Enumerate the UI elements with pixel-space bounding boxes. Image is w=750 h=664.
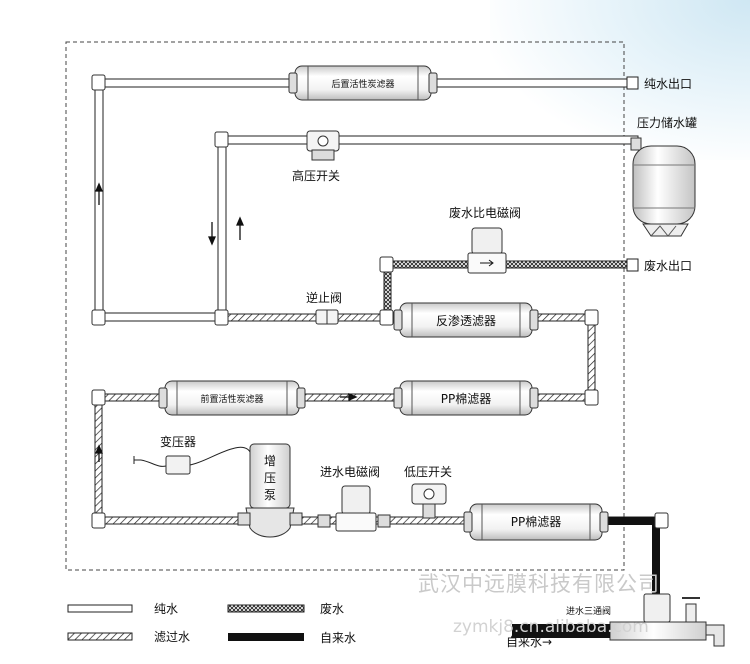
watermark: zymkj8.cn.alibaba.com bbox=[453, 617, 649, 637]
waste-water-outlet-label: 废水出口 bbox=[644, 258, 692, 273]
pure-water-outlet-port bbox=[626, 76, 639, 90]
legend-swatch-tap bbox=[228, 633, 304, 641]
legend-swatch-pure bbox=[67, 604, 133, 613]
waste-ratio-valve bbox=[467, 227, 507, 274]
low-pressure-switch-label: 低压开关 bbox=[404, 465, 452, 479]
pump-char-3: 泵 bbox=[264, 488, 276, 502]
legend-swatch-waste bbox=[227, 604, 305, 613]
waste-water-outlet-port bbox=[626, 258, 639, 272]
company-name: 武汉中远膜科技有限公司 bbox=[418, 572, 660, 596]
waste-ratio-valve-label: 废水比电磁阀 bbox=[449, 205, 521, 220]
high-pressure-switch bbox=[306, 130, 340, 161]
tap-water-in-label: 自来水→ bbox=[506, 635, 552, 649]
inlet-tee-label: 进水三通阀 bbox=[566, 605, 611, 617]
pure-water-pipes bbox=[94, 78, 639, 322]
legend-pure-water: 纯水 bbox=[154, 602, 178, 616]
system-boundary bbox=[65, 41, 625, 571]
pressure-tank-label: 压力储水罐 bbox=[637, 115, 697, 130]
pre-carbon-filter-label: 前置活性炭滤器 bbox=[200, 393, 263, 405]
pre-carbon-filter: 前置活性炭滤器 bbox=[158, 380, 306, 416]
booster-pump: 增 压 泵 bbox=[237, 443, 303, 538]
legend-waste-water: 废水 bbox=[320, 601, 344, 616]
pipe-joints bbox=[91, 74, 669, 529]
transformer bbox=[133, 446, 251, 475]
inlet-valve-label: 进水电磁阀 bbox=[320, 464, 380, 479]
ro-filter-label: 反渗透滤器 bbox=[436, 313, 496, 328]
inlet-solenoid-valve bbox=[317, 485, 391, 532]
post-carbon-filter-label: 后置活性炭滤器 bbox=[331, 78, 394, 90]
legend: 纯水 滤过水 废水 自来水 bbox=[67, 601, 356, 645]
ro-filter: 反渗透滤器 bbox=[393, 302, 539, 338]
pp-filter-upper: PP棉滤器 bbox=[393, 380, 539, 416]
filtered-water-pipes bbox=[94, 313, 659, 525]
flow-arrows bbox=[95, 182, 358, 462]
inlet-tee-valve bbox=[512, 593, 725, 647]
pp-filter-upper-label: PP棉滤器 bbox=[441, 392, 491, 406]
check-valve-label: 逆止阀 bbox=[306, 290, 342, 305]
pump-char-2: 压 bbox=[264, 471, 276, 485]
legend-filtered-water: 滤过水 bbox=[154, 630, 190, 644]
tap-water-pipes bbox=[600, 517, 660, 597]
pp-filter-lower: PP棉滤器 bbox=[463, 503, 609, 541]
high-pressure-switch-label: 高压开关 bbox=[292, 168, 340, 183]
transformer-label: 变压器 bbox=[160, 434, 196, 449]
low-pressure-switch bbox=[411, 483, 447, 519]
check-valve bbox=[315, 309, 339, 325]
legend-swatch-filtered bbox=[67, 632, 133, 641]
pump-char-1: 增 bbox=[264, 454, 276, 468]
pp-filter-lower-label: PP棉滤器 bbox=[511, 515, 561, 529]
pure-water-outlet-label: 纯水出口 bbox=[644, 77, 692, 91]
legend-tap-water: 自来水 bbox=[320, 631, 356, 645]
pressure-tank bbox=[630, 137, 696, 237]
post-carbon-filter: 后置活性炭滤器 bbox=[288, 65, 438, 101]
